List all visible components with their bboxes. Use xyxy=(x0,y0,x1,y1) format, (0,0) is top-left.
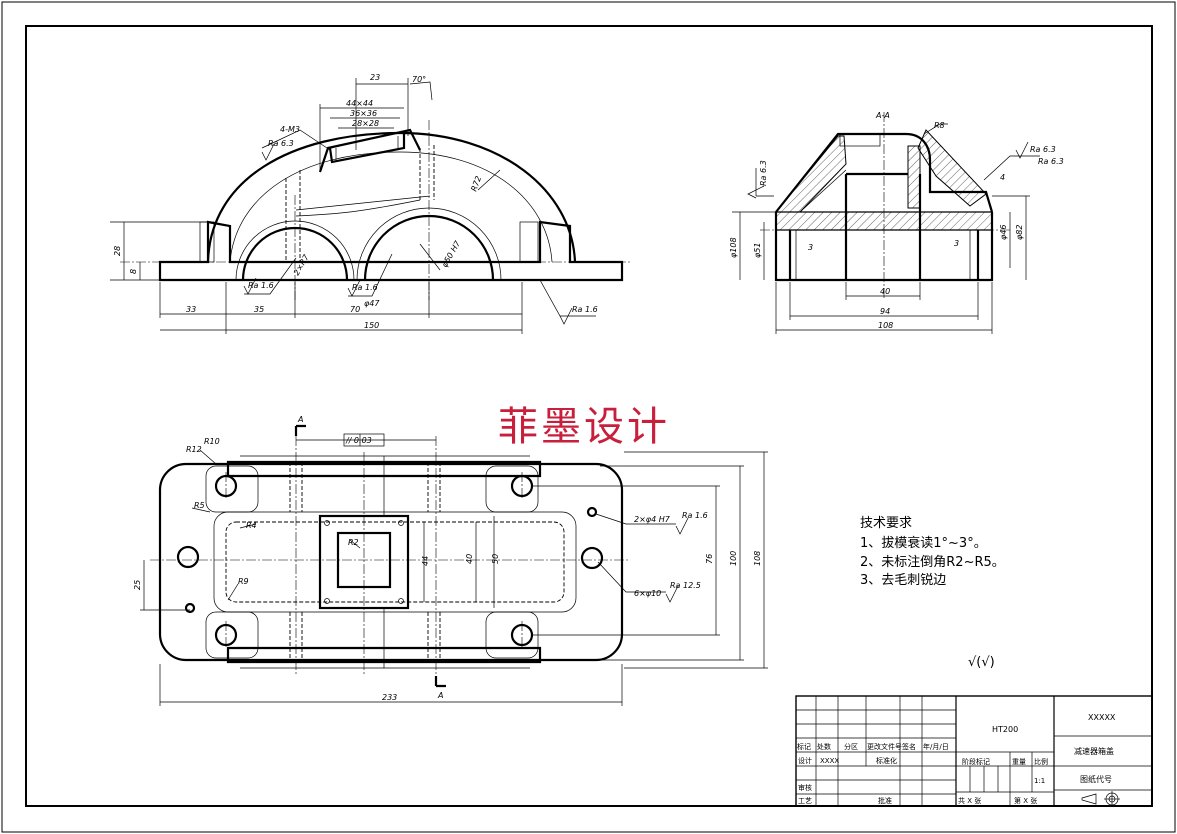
side-dim-4: 4 xyxy=(1000,173,1005,182)
side-dim-94: 94 xyxy=(880,307,890,316)
side-ra-63-c: Ra 6.3 xyxy=(1038,157,1064,166)
front-dim-phi50: φ50 H7 xyxy=(440,239,463,269)
drawing-frame xyxy=(25,25,1153,807)
front-dim-8: 8 xyxy=(129,269,138,274)
front-dim-28x28: 28×28 xyxy=(352,119,379,128)
top-dim-100: 100 xyxy=(729,551,738,566)
side-dim-r8: R8 xyxy=(934,121,945,130)
side-dim-108: 108 xyxy=(878,321,893,330)
front-ra-63: Ra 6.3 xyxy=(268,139,294,148)
watermark: 菲墨设计 xyxy=(498,404,670,450)
tb-drawing-name: XXXXX xyxy=(1088,713,1116,722)
top-dim-2phi4: 2×φ4 H7 xyxy=(634,515,671,524)
tb-header-sign: 签名 xyxy=(902,742,916,751)
front-dim-phi47: φ47 xyxy=(364,299,380,308)
tb-drawing-code-label: 图纸代号 xyxy=(1080,774,1112,784)
top-ra-16: Ra 1.6 xyxy=(682,511,708,520)
front-dim-4m3: 4-M3 xyxy=(280,125,300,134)
tb-process-label: 工艺 xyxy=(798,797,812,805)
side-dim-phi46: φ46 xyxy=(999,225,1008,240)
tb-header-zone: 分区 xyxy=(844,742,858,751)
front-dim-44x44: 44×44 xyxy=(346,99,373,108)
top-ra-125: Ra 12.5 xyxy=(670,581,701,590)
tb-weight-label: 重量 xyxy=(1012,758,1026,766)
top-dim-233: 233 xyxy=(382,693,397,702)
tb-scale-value: 1:1 xyxy=(1034,777,1045,785)
tb-sheets-total: 共 X 张 xyxy=(958,796,981,805)
front-ra-16-c: Ra 1.6 xyxy=(572,305,598,314)
top-parallelism: // 0.03 xyxy=(345,436,372,445)
side-dim-3-a: 3 xyxy=(808,243,813,252)
top-dim-r5: R5 xyxy=(194,501,205,510)
tb-check-label: 审核 xyxy=(798,783,812,792)
front-view: 23 70° 44×44 36×36 28×28 4-M3 Ra 6.3 R72… xyxy=(110,73,630,334)
top-dim-50: 50 xyxy=(491,554,500,564)
top-dim-r10: R10 xyxy=(204,437,220,446)
note-3: 3、去毛刺锐边 xyxy=(860,573,946,588)
tb-header-count: 处数 xyxy=(817,742,831,751)
note-2: 2、未标注倒角R2~R5。 xyxy=(860,555,1005,570)
top-dim-44: 44 xyxy=(421,556,430,566)
front-ra-16-a: Ra 1.6 xyxy=(248,281,274,290)
tb-sheet-no: 第 X 张 xyxy=(1014,796,1037,805)
front-dim-28: 28 xyxy=(113,246,122,256)
tb-material: HT200 xyxy=(992,725,1018,734)
tb-design-value: XXXX xyxy=(820,757,839,765)
note-1: 1、拔模衰读1°~3°。 xyxy=(860,535,987,551)
top-dim-40: 40 xyxy=(465,554,474,564)
side-dim-40: 40 xyxy=(880,287,890,296)
top-dim-6phi10: 6×φ10 xyxy=(634,589,661,598)
top-dim-76: 76 xyxy=(705,554,714,564)
side-section-label: A-A xyxy=(875,111,890,120)
surface-finish-symbol: √(√) xyxy=(968,655,995,670)
front-dim-r72: R72 xyxy=(469,175,483,193)
tb-design-label: 设计 xyxy=(798,756,812,765)
top-section-a-upper: A xyxy=(297,415,303,424)
front-dim-35: 35 xyxy=(254,305,264,314)
tb-stage-label: 阶段标记 xyxy=(962,757,990,766)
top-dim-108: 108 xyxy=(753,551,762,566)
side-dim-3-b: 3 xyxy=(954,239,959,248)
tb-scale-label: 比例 xyxy=(1034,757,1048,766)
front-dim-150: 150 xyxy=(364,321,379,330)
top-dim-r2: R2 xyxy=(348,538,359,547)
front-ra-16-b: Ra 1.6 xyxy=(352,283,378,292)
side-view: A-A R8 Ra 6.3 Ra 6.3 4 Ra 6.3 3 3 φ108 φ… xyxy=(729,111,1064,334)
tb-standardize-label: 标准化 xyxy=(876,756,897,765)
side-dim-phi108: φ108 xyxy=(729,237,738,258)
side-ra-63-a: Ra 6.3 xyxy=(1030,145,1056,154)
tb-approve-label: 批准 xyxy=(878,796,892,805)
side-ra-63-b: Ra 6.3 xyxy=(759,160,768,186)
notes-title: 技术要求 xyxy=(860,516,912,531)
tb-header-change-doc: 更改文件号 xyxy=(867,742,902,751)
title-block: HT200 XXXXX 减速器箱盖 图纸代号 标记 处数 分区 更改文件号 签名… xyxy=(795,695,1153,807)
front-dim-70: 70 xyxy=(350,305,360,314)
technical-notes: 技术要求 1、拔模衰读1°~3°。 2、未标注倒角R2~R5。 3、去毛刺锐边 … xyxy=(860,516,1005,670)
front-dim-33: 33 xyxy=(186,305,196,314)
tb-header-date: 年/月/日 xyxy=(923,742,949,751)
top-view: A A // 0.03 R12 R10 R5 R4 R2 R9 25 44 40… xyxy=(133,415,768,706)
top-dim-r12: R12 xyxy=(186,445,202,454)
front-dim-70deg: 70° xyxy=(412,75,426,84)
top-dim-r9: R9 xyxy=(238,577,249,586)
top-dim-r4: R4 xyxy=(246,521,257,530)
front-dim-36x36: 36×36 xyxy=(350,109,377,118)
top-section-a-lower: A xyxy=(437,691,443,700)
front-dim-23: 23 xyxy=(370,73,380,82)
side-dim-phi82: φ82 xyxy=(1015,225,1024,240)
side-dim-phi51: φ51 xyxy=(753,243,762,258)
tb-part-name: 减速器箱盖 xyxy=(1074,746,1114,756)
top-dim-25: 25 xyxy=(133,580,142,590)
tb-header-mark: 标记 xyxy=(797,742,811,751)
